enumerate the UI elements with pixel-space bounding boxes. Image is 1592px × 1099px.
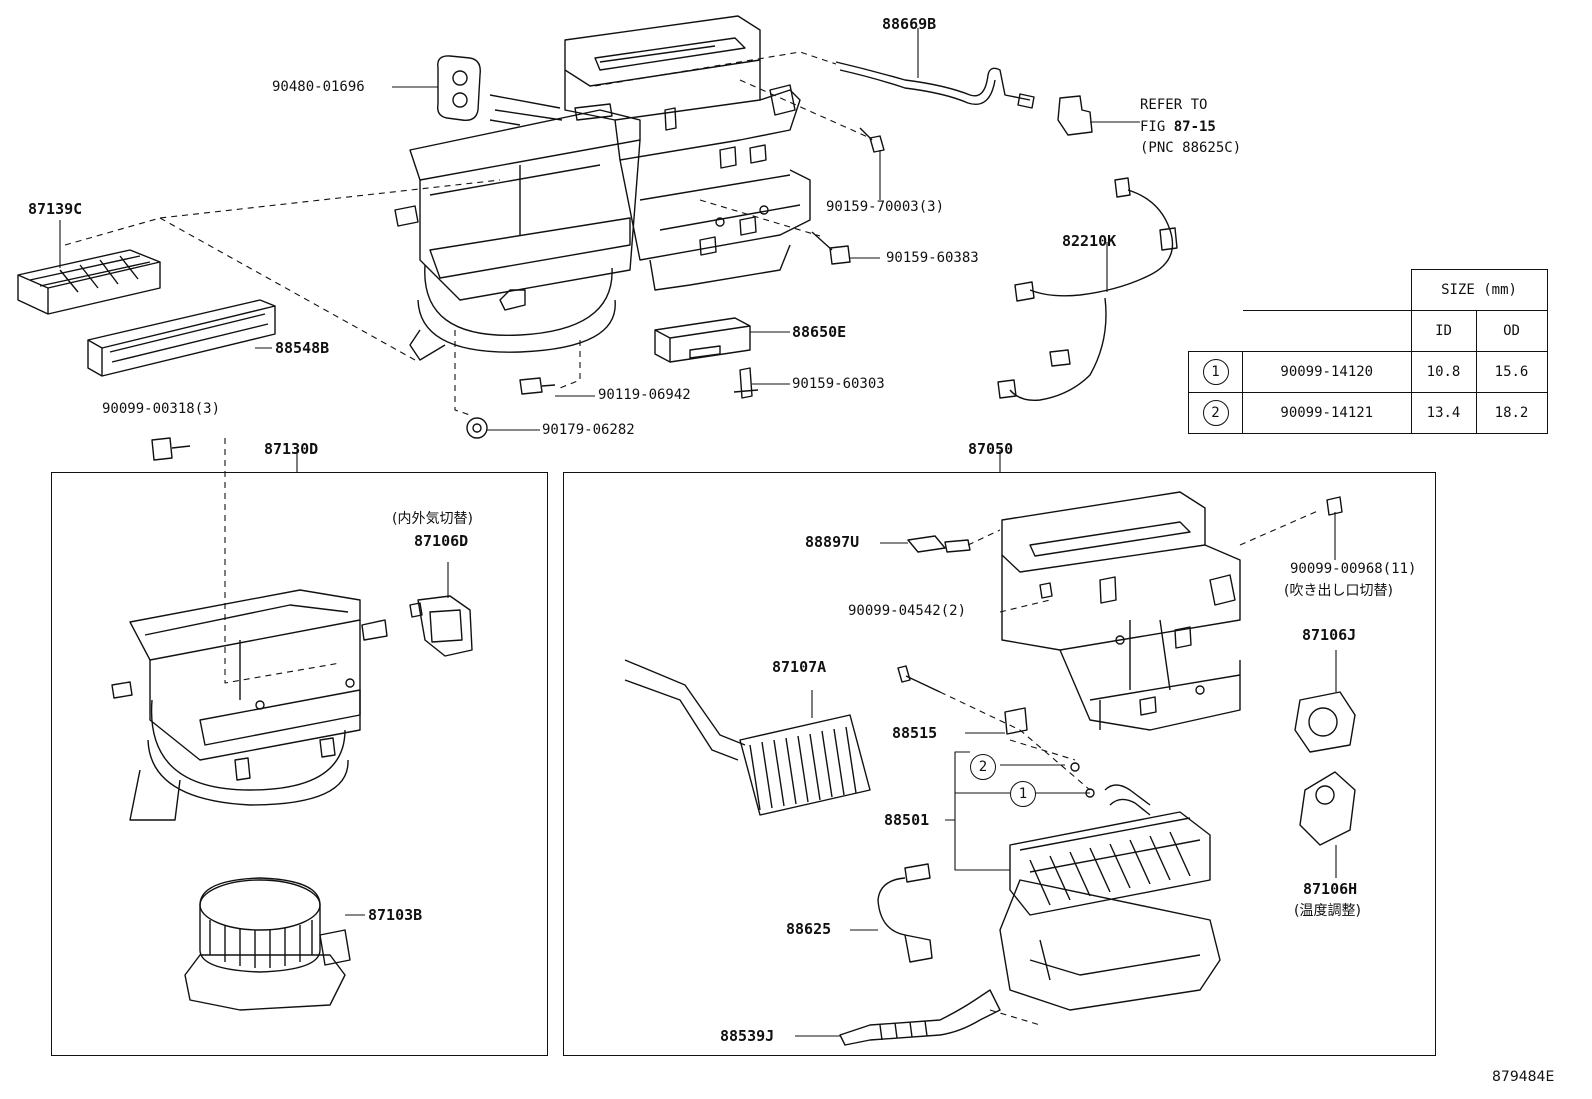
size-table-subheader-row: ID OD [1189,310,1548,352]
label-88897u: 88897U [805,533,860,551]
col-id-header: ID [1410,310,1477,352]
label-88669b: 88669B [882,15,937,33]
wire-harness-88669b-drawing [835,61,1093,136]
label-87050: 87050 [968,440,1014,458]
callout-2: 2 [970,754,996,780]
label-90099-00968: 90099-00968(11) [1290,561,1417,577]
cabin-filter-drawing [17,249,161,315]
label-refer-pnc: (PNC 88625C) [1140,140,1242,156]
size-table: SIZE (mm) ID OD 1 90099-14120 10.8 15.6 … [1188,269,1548,434]
thermistor-88515-drawing [965,707,1028,735]
refer-fig-number: 87-15 [1173,119,1216,135]
callout-1: 1 [1010,781,1036,807]
label-refer-to: REFER TO [1140,97,1208,113]
group-box-87050 [563,472,1436,1056]
row-od: 18.2 [1475,392,1548,434]
screw-90159-70003-drawing [859,127,885,153]
label-90099-00318: 90099-00318(3) [102,401,221,417]
servo-87106j-drawing [1294,650,1356,753]
label-87103b: 87103B [368,906,423,924]
servo-87106h-drawing [1299,771,1356,878]
heater-unit-assembly-drawing [394,15,811,361]
table-row: 2 90099-14121 13.4 18.2 [1188,392,1548,434]
row-id: 13.4 [1410,392,1477,434]
label-90159-60303: 90159-60303 [792,376,885,392]
label-90119-06942: 90119-06942 [598,387,691,403]
label-87107a: 87107A [772,658,827,676]
row-od: 15.6 [1475,351,1548,393]
label-88515: 88515 [892,724,938,742]
label-jp-outlet: (吹き出し口切替) [1284,583,1393,599]
heater-core-drawing [624,659,871,816]
grommet-drawing [437,55,481,121]
screw-90159-60303-drawing [733,367,759,399]
row-mark: 2 [1202,400,1229,426]
label-87139c: 87139C [28,200,83,218]
label-88625: 88625 [786,920,832,938]
row-mark: 1 [1202,359,1229,385]
table-row: 1 90099-14120 10.8 15.6 [1188,351,1548,393]
label-88501: 88501 [884,811,930,829]
label-90480-01696: 90480-01696 [272,79,365,95]
label-jp-inout: (内外気切替) [392,511,473,527]
label-88650e: 88650E [792,323,847,341]
wire-harness-82210k-drawing [997,177,1178,401]
label-refer-fig: FIG 87-15 [1140,120,1216,134]
filter-cover-drawing [87,299,276,377]
size-header: SIZE (mm) [1410,269,1548,311]
nut-90179-drawing [466,417,488,439]
heater-case-right-drawing [1001,491,1241,731]
drain-hose-88539j-drawing [795,989,1001,1046]
sensor-88897u-drawing [880,535,971,553]
label-jp-temp: (温度調整) [1294,903,1361,919]
screw-90099-00968-drawing [1326,496,1343,560]
col-od-header: OD [1475,310,1548,352]
row-part: 90099-14121 [1242,392,1412,434]
row-id: 10.8 [1410,351,1477,393]
size-table-header-row: SIZE (mm) [1189,269,1548,311]
label-88539j: 88539J [720,1027,775,1045]
bracket-88501 [945,751,1090,871]
label-90159-60383: 90159-60383 [886,250,979,266]
screw-90159-60383-drawing [811,231,851,265]
label-82210k: 82210K [1062,232,1117,250]
label-87130d: 87130D [264,440,319,458]
bolt-90099-04542-drawing [897,665,941,693]
sensor-88625-drawing [850,863,933,963]
servo-87106d-drawing [409,562,473,657]
label-87106h: 87106H [1303,880,1358,898]
evaporator-drawing [999,784,1221,1011]
label-90179-06282: 90179-06282 [542,422,635,438]
label-87106d: 87106D [414,532,469,550]
label-88548b: 88548B [275,339,330,357]
row-part: 90099-14120 [1242,351,1412,393]
figure-id: 879484E [1492,1069,1555,1085]
label-87106j: 87106J [1302,626,1357,644]
amplifier-drawing [654,317,751,363]
refer-fig-prefix: FIG [1140,119,1174,135]
label-90159-70003: 90159-70003(3) [826,199,945,215]
blower-motor-drawing [184,877,365,1011]
group-box-87130d [51,472,548,1056]
label-90099-04542: 90099-04542(2) [848,603,967,619]
screw-90119-drawing [519,377,556,395]
blower-case-drawing [111,589,388,821]
screw-90099-00318-drawing [151,437,191,461]
